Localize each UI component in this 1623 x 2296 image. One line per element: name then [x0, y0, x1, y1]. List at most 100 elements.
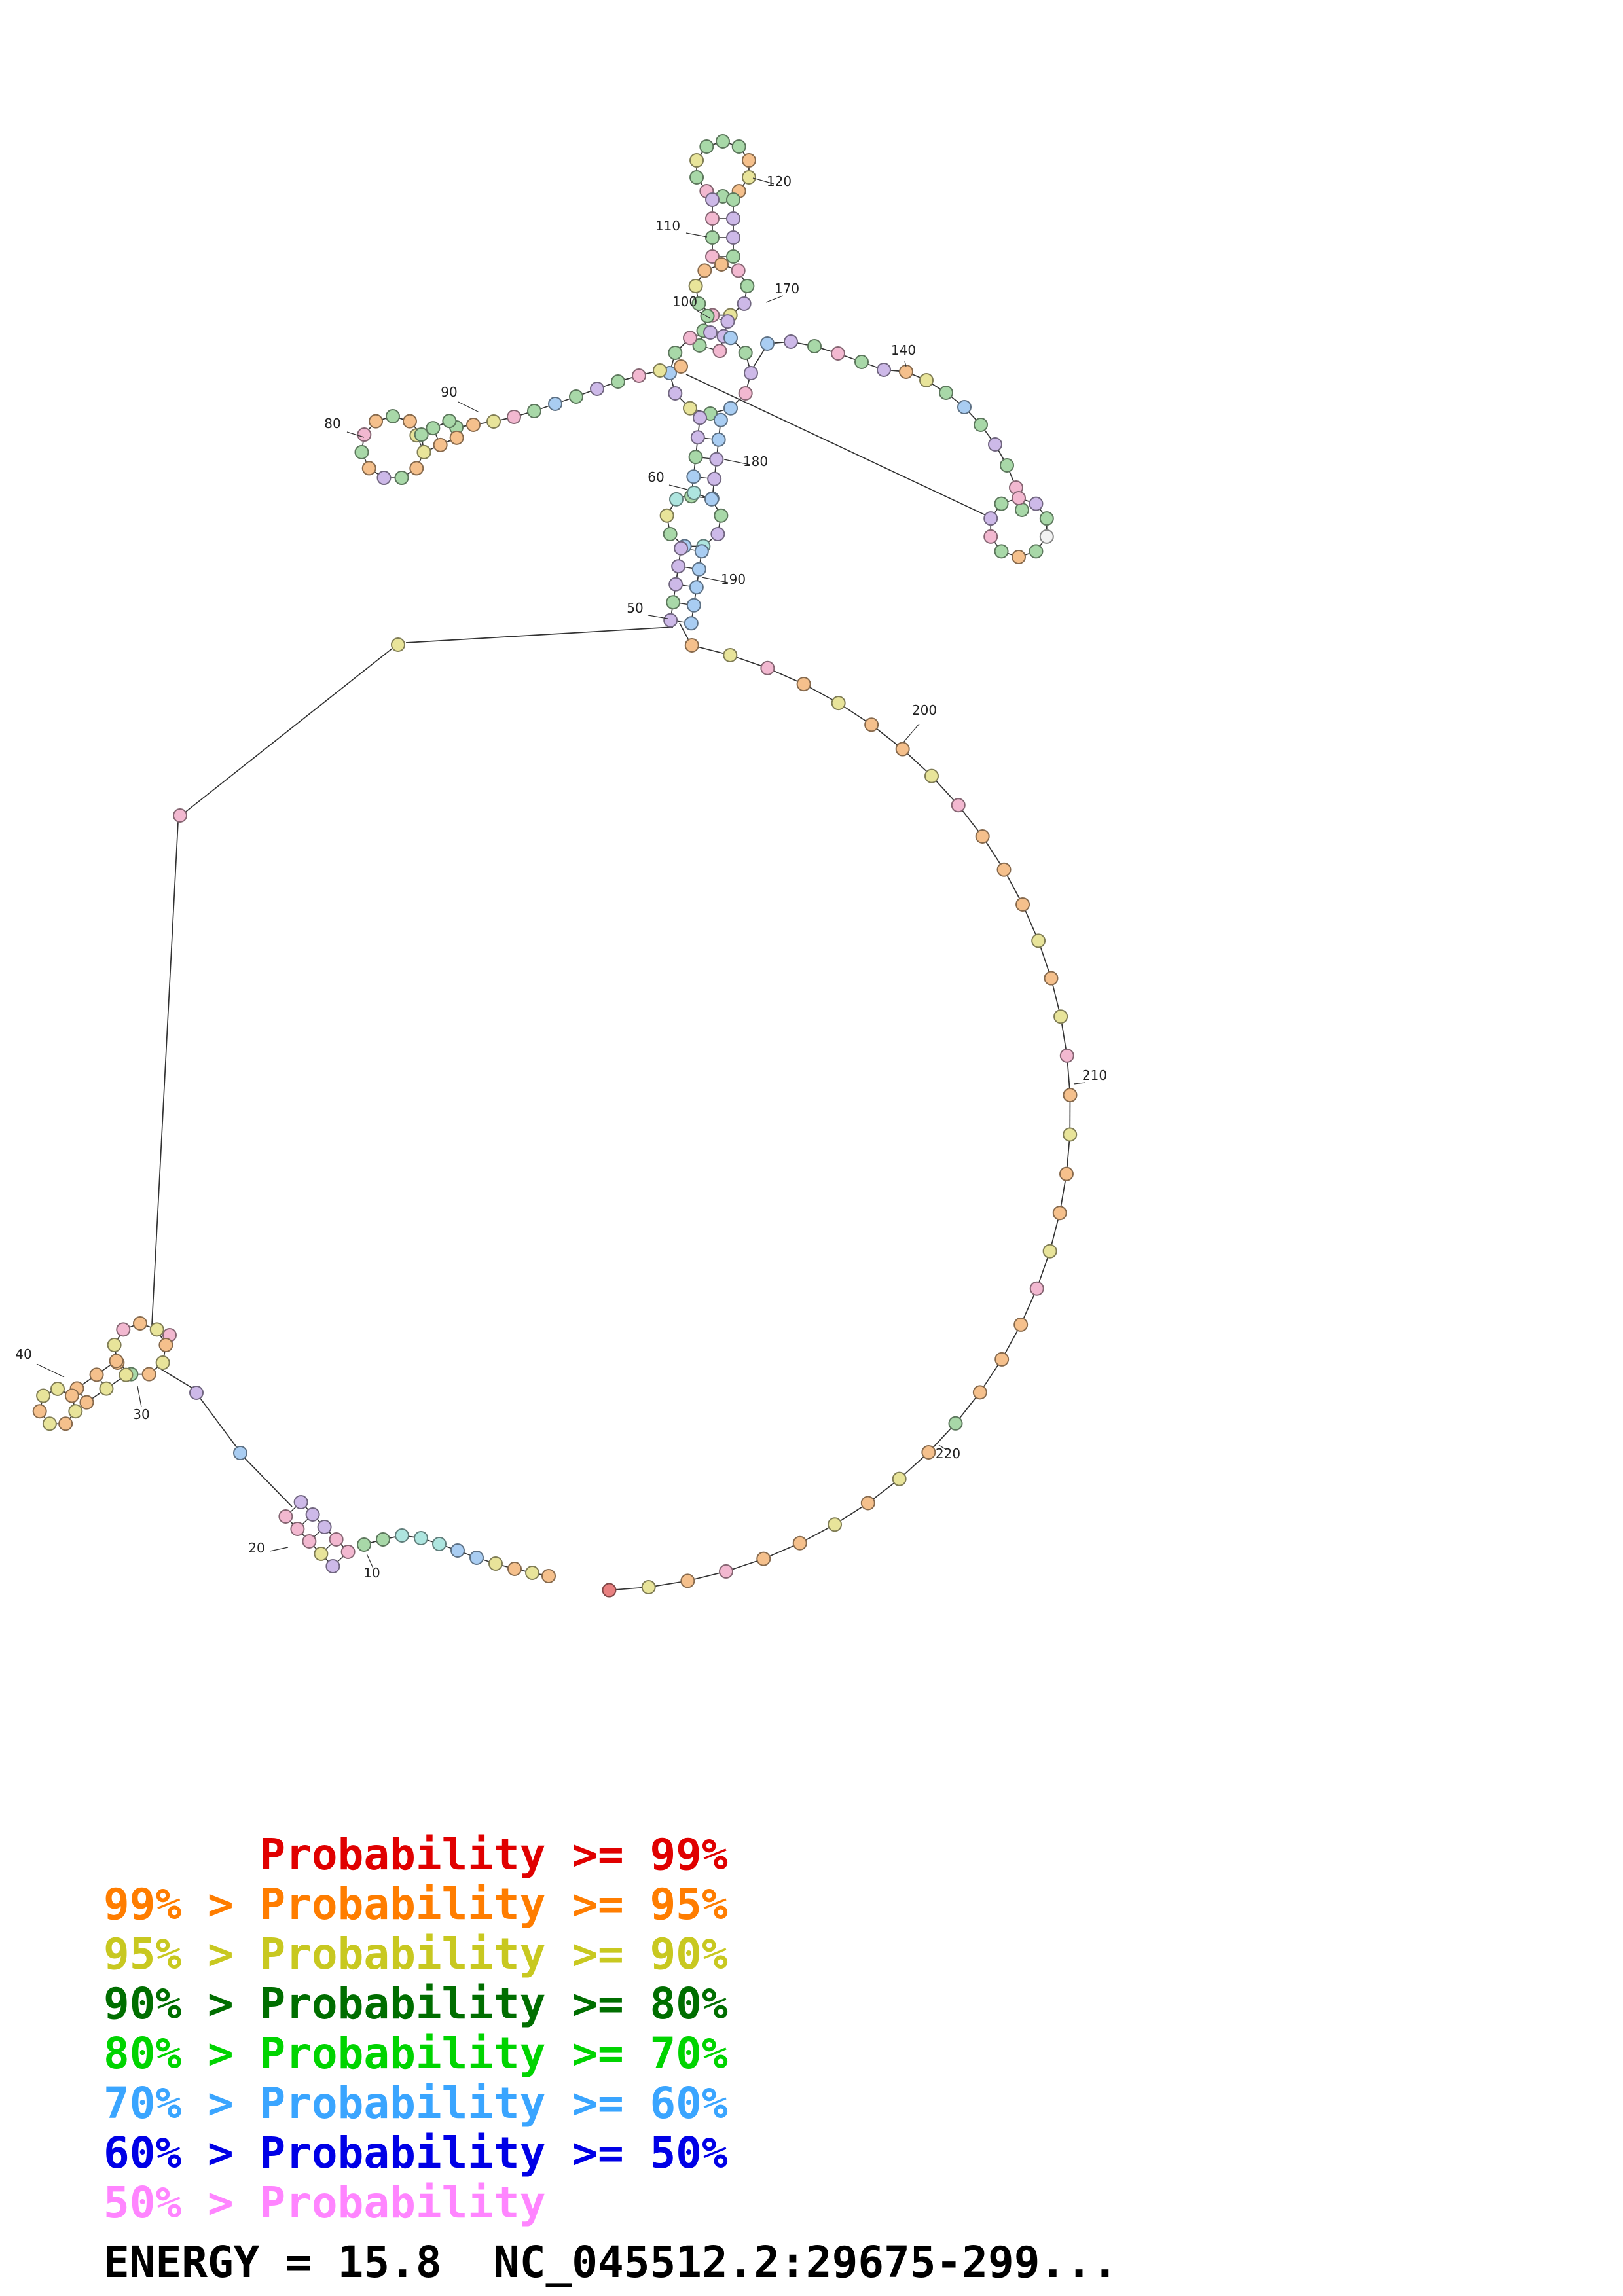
label-tick — [1073, 1082, 1086, 1085]
nucleotide-dot — [877, 363, 891, 377]
nucleotide-dot — [394, 471, 409, 486]
nucleotide-dot — [158, 1338, 173, 1353]
nucleotide-dot — [569, 389, 583, 404]
label-tick — [668, 484, 688, 490]
nucleotide-dot — [233, 1446, 247, 1460]
nucleotide-dot — [694, 544, 709, 559]
nucleotide-dot — [974, 418, 988, 432]
nucleotide-dot — [36, 1388, 51, 1403]
position-label: 20 — [248, 1540, 264, 1556]
nucleotide-dot — [450, 1543, 465, 1558]
nucleotide-dot — [689, 170, 704, 185]
nucleotide-dot — [892, 1471, 907, 1486]
position-label: 100 — [672, 294, 697, 310]
nucleotide-dot — [714, 257, 729, 272]
nucleotide-dot — [541, 1569, 556, 1583]
nucleotide-dot — [302, 1534, 317, 1549]
nucleotide-dot — [278, 1509, 293, 1524]
backbone-line — [752, 346, 767, 368]
nucleotide-dot — [864, 717, 879, 732]
nucleotide-dot — [738, 346, 753, 360]
nucleotide-dot — [687, 486, 701, 500]
nucleotide-dot — [1012, 550, 1026, 564]
nucleotide-dot — [860, 1496, 875, 1511]
nucleotide-dot — [921, 1445, 936, 1460]
nucleotide-dot — [1059, 1048, 1074, 1063]
nucleotide-dot — [703, 325, 718, 340]
nucleotide-dot — [723, 331, 738, 346]
nucleotide-dot — [653, 363, 667, 378]
nucleotide-dot — [924, 768, 939, 783]
nucleotide-dot — [689, 580, 704, 595]
nucleotide-dot — [972, 1385, 987, 1400]
nucleotide-dot — [828, 1517, 843, 1532]
nucleotide-dot — [919, 373, 934, 387]
nucleotide-dot — [796, 677, 811, 692]
nucleotide-dot — [548, 397, 562, 411]
nucleotide-dot — [684, 616, 699, 631]
label-tick — [696, 310, 710, 319]
nucleotide-dot — [409, 461, 424, 476]
nucleotide-dot — [449, 430, 464, 445]
nucleotide-dot — [784, 334, 798, 349]
nucleotide-dot — [1029, 1281, 1044, 1296]
nucleotide-dot — [602, 1583, 617, 1598]
nucleotide-dot — [1029, 496, 1044, 511]
nucleotide-dot — [690, 430, 705, 445]
nucleotide-dot — [691, 296, 706, 311]
nucleotide-dot — [659, 508, 674, 523]
nucleotide-dot — [957, 400, 972, 414]
nucleotide-dot — [710, 527, 725, 541]
nucleotide-dot — [740, 279, 755, 294]
nucleotide-dot — [329, 1532, 344, 1547]
label-tick — [346, 431, 365, 438]
position-label: 30 — [133, 1407, 149, 1422]
nucleotide-dot — [632, 368, 646, 383]
nucleotide-dot — [488, 1556, 503, 1571]
nucleotide-dot — [1039, 511, 1054, 526]
position-label: 180 — [743, 454, 768, 469]
nucleotide-dot — [79, 1395, 94, 1410]
backbone-line — [160, 1369, 194, 1390]
nucleotide-dot — [831, 346, 845, 361]
label-tick — [269, 1547, 289, 1552]
nucleotide-dot — [792, 1535, 807, 1551]
nucleotide-dot — [686, 598, 701, 613]
nucleotide-dot — [716, 134, 730, 149]
legend: Probability >= 99%99% > Probability >= 9… — [103, 1830, 728, 2228]
nucleotide-dot — [669, 492, 684, 507]
nucleotide-dot — [109, 1354, 124, 1369]
nucleotide-dot — [939, 386, 953, 400]
position-label: 50 — [627, 600, 643, 616]
backbone-line — [198, 1396, 238, 1448]
nucleotide-dot — [895, 742, 910, 757]
label-tick — [752, 177, 775, 185]
nucleotide-dot — [1053, 1009, 1068, 1024]
position-label: 210 — [1082, 1067, 1107, 1083]
legend-entry-1: 99% > Probability >= 95% — [103, 1879, 728, 1929]
nucleotide-dot — [432, 1537, 447, 1551]
nucleotide-dot — [1052, 1206, 1067, 1221]
nucleotide-dot — [486, 414, 501, 429]
nucleotide-dot — [290, 1522, 305, 1537]
nucleotide-dot — [714, 508, 729, 523]
nucleotide-dot — [416, 444, 431, 459]
nucleotide-dot — [705, 192, 720, 207]
position-label: 200 — [912, 702, 937, 718]
nucleotide-dot — [726, 211, 740, 226]
nucleotide-dot — [414, 427, 429, 442]
nucleotide-dot — [141, 1367, 156, 1382]
nucleotide-dot — [668, 346, 683, 360]
nucleotide-dot — [683, 401, 697, 416]
nucleotide-dot — [391, 637, 405, 652]
nucleotide-dot — [68, 1404, 83, 1419]
nucleotide-dot — [686, 469, 701, 484]
nucleotide-dot — [1015, 897, 1030, 912]
nucleotide-dot — [1012, 491, 1026, 505]
nucleotide-dot — [525, 1566, 539, 1580]
nucleotide-dot — [983, 511, 998, 526]
nucleotide-dot — [951, 798, 966, 813]
label-tick — [938, 1444, 946, 1450]
nucleotide-dot — [507, 410, 521, 424]
